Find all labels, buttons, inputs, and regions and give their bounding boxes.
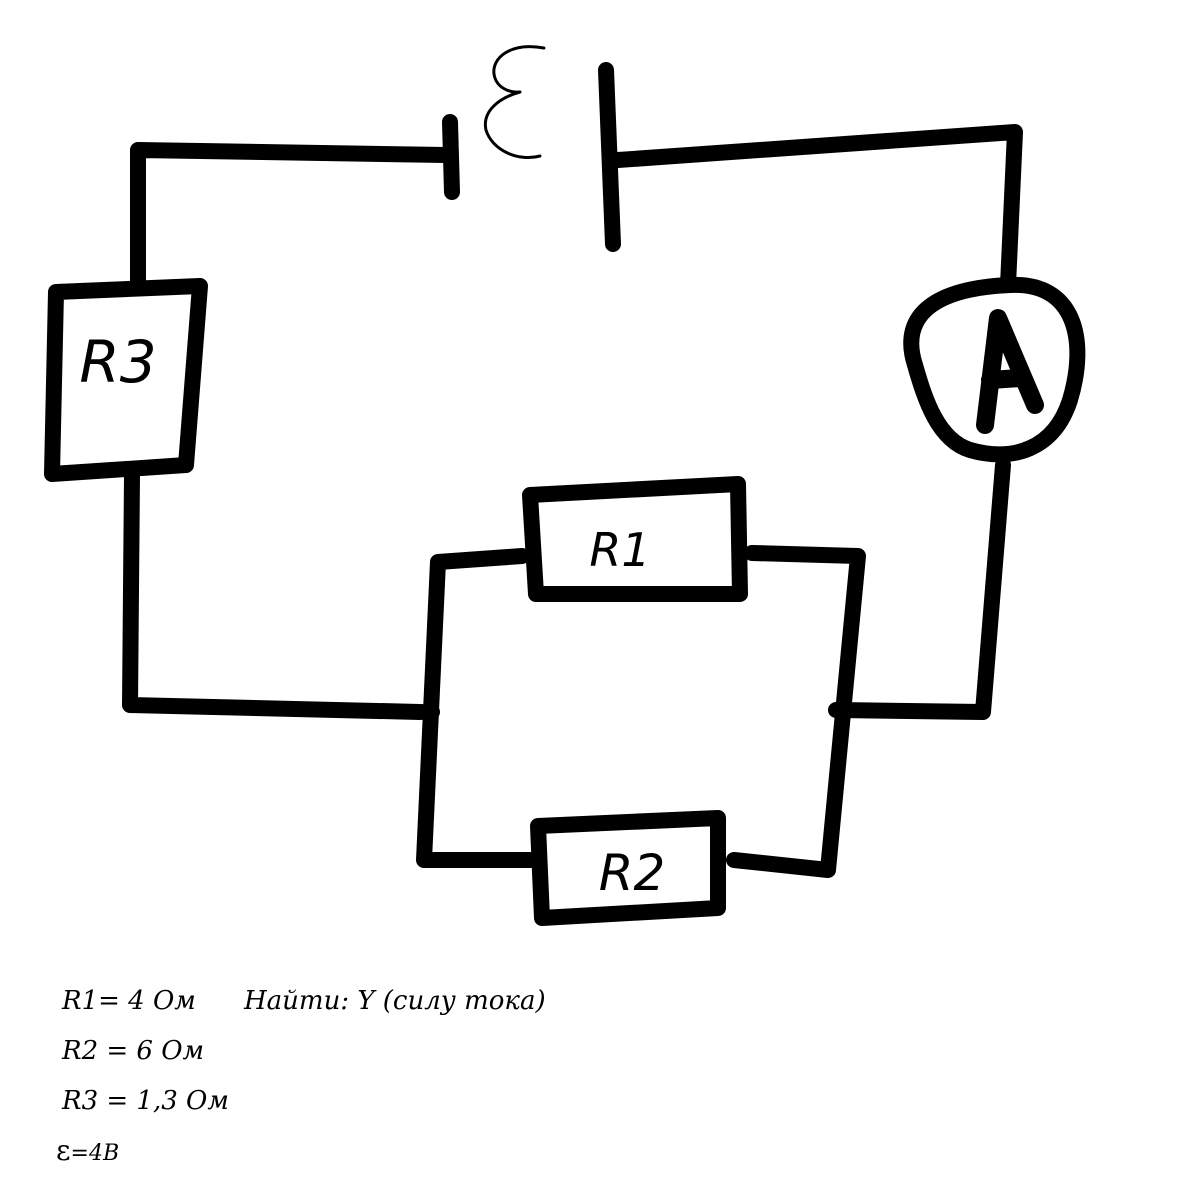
resistor-r2-label: R2 (599, 844, 666, 902)
given-r1: R1= 4 Ом (62, 986, 196, 1016)
wire-right (830, 457, 1011, 720)
battery-positive-plate (598, 62, 621, 252)
emf-symbol-icon (483, 45, 546, 159)
given-emf-value: =4В (70, 1141, 120, 1166)
resistor-r3-label: R3 (79, 328, 156, 396)
find-current: Найти: Y (силу тока) (244, 986, 546, 1016)
resistor-r2 (530, 810, 726, 926)
ammeter-a-icon (976, 309, 1044, 434)
given-r3: R3 = 1,3 Ом (62, 1086, 229, 1116)
wire-top-right (610, 124, 1023, 293)
resistor-r1-label: R1 (589, 523, 650, 577)
wire-left (122, 467, 428, 720)
wire-r1-left (416, 548, 538, 868)
resistor-r1 (522, 476, 748, 602)
given-r2: R2 = 6 Ом (62, 1036, 205, 1066)
resistor-r3 (44, 278, 208, 482)
battery-negative-plate (442, 114, 460, 200)
given-emf-symbol: ε (56, 1134, 71, 1167)
given-emf: ε=4В (56, 1134, 119, 1167)
wire-top-left (130, 142, 454, 293)
